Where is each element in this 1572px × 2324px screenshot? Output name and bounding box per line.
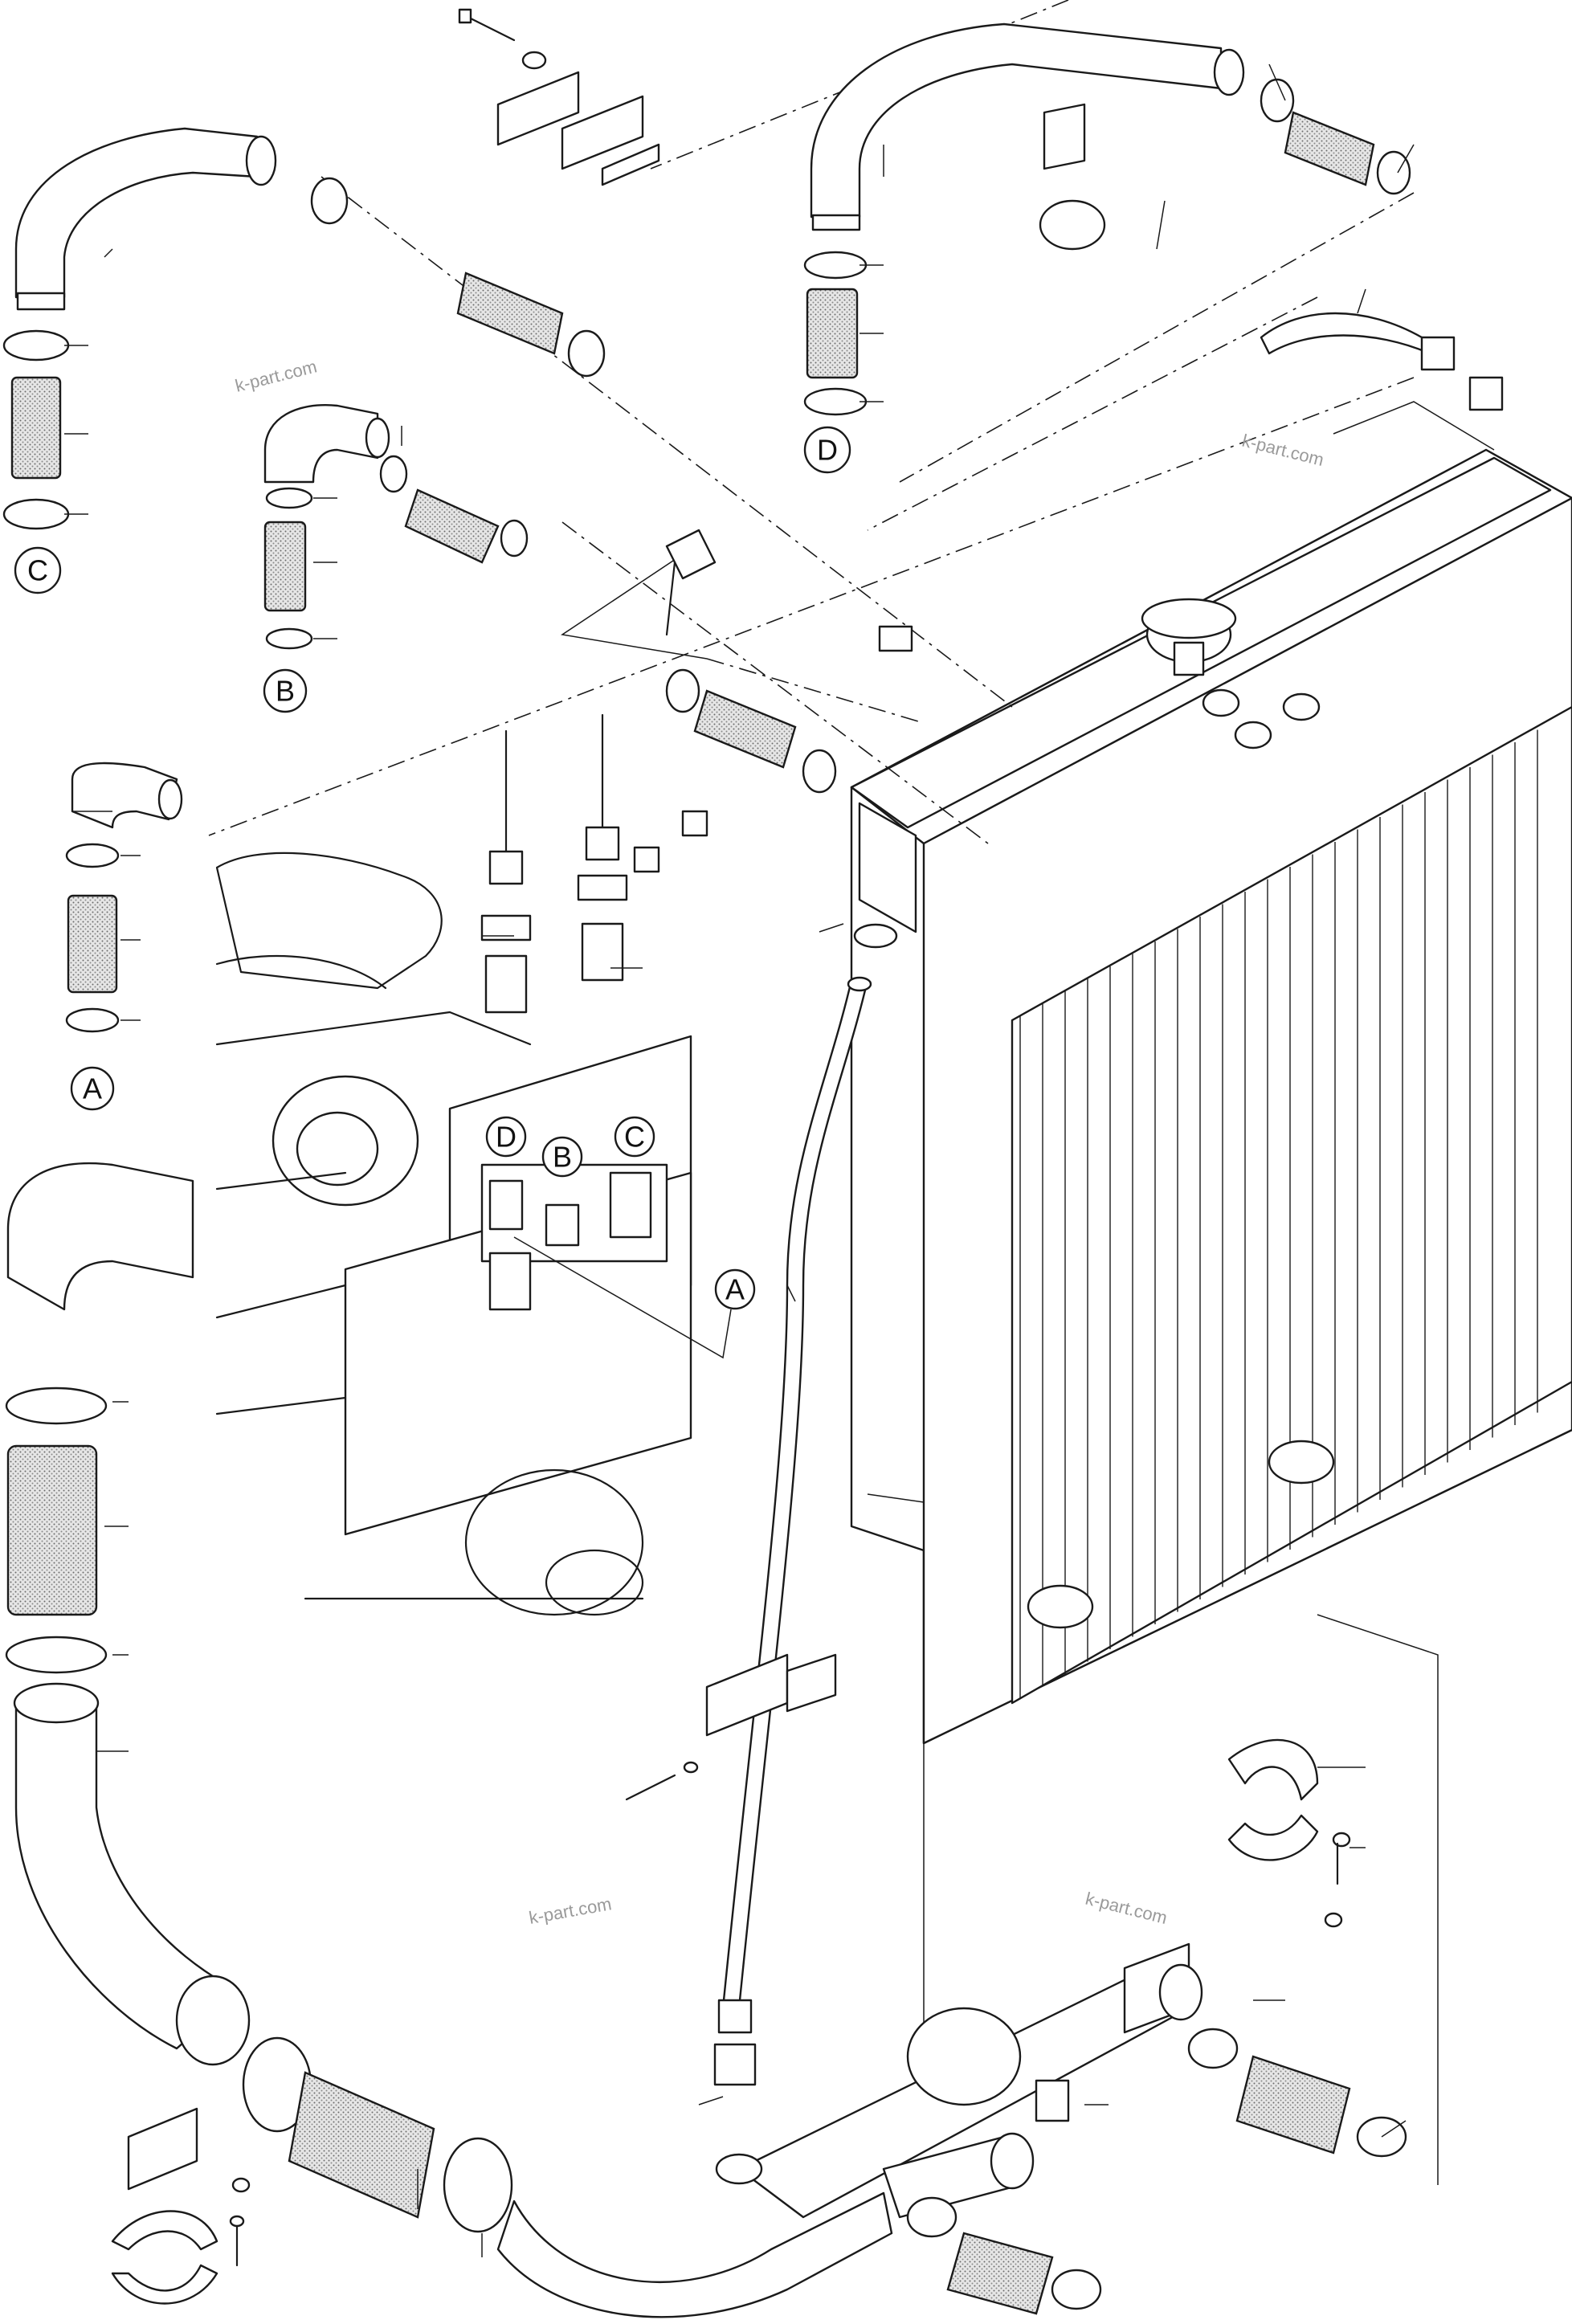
svg-text:D: D — [496, 1121, 517, 1154]
hose-icon — [713, 976, 872, 2086]
svg-text:B: B — [553, 1141, 572, 1174]
hose-icon — [288, 2071, 435, 2219]
bracket-icon — [705, 1653, 837, 1737]
part-leader-line — [1397, 144, 1415, 174]
bolt-icon — [229, 2215, 245, 2267]
part-leader-line — [786, 1285, 796, 1302]
hose-icon — [14, 127, 277, 311]
callout-a-left: A — [70, 1066, 115, 1111]
svg-text:C: C — [27, 554, 48, 587]
bracket-icon — [1227, 1738, 1351, 1928]
svg-text:C: C — [624, 1121, 645, 1154]
callout-b-upper: B — [263, 668, 308, 713]
hose-icon — [67, 894, 118, 994]
watermark: k-part.com — [233, 356, 319, 395]
bracket-icon — [111, 2107, 251, 2305]
part-leaders — [64, 63, 1415, 2257]
hose-icon — [1260, 312, 1504, 411]
hose-clamp-icon — [242, 2036, 513, 2233]
radiator-fins — [1019, 729, 1538, 1699]
hose-icon — [263, 404, 390, 484]
callout-d-top-right: D — [803, 426, 851, 474]
hose-icon — [6, 1162, 194, 1311]
bracket-icon — [1039, 103, 1106, 251]
hose-clamp-icon — [265, 455, 529, 650]
hose-clamp-icon — [65, 843, 120, 1033]
bolt-icon — [625, 1761, 699, 1801]
hose-icon — [693, 689, 797, 769]
svg-text:D: D — [817, 434, 838, 467]
hose-icon — [10, 272, 564, 480]
svg-text:B: B — [276, 675, 295, 708]
part-leader-line — [1268, 63, 1286, 101]
callout-a-block: A — [714, 1268, 756, 1310]
bracket-icon — [496, 51, 660, 186]
callout-c-block: C — [614, 1116, 655, 1158]
watermark: k-part.com — [1240, 431, 1326, 470]
hose-icon — [263, 488, 500, 612]
hose-icon — [71, 762, 183, 829]
part-leader-line — [1357, 288, 1366, 314]
part-leader-line — [698, 2096, 724, 2105]
hose-clamp-icon — [2, 177, 606, 530]
svg-text:A: A — [725, 1273, 745, 1306]
fitting-icon — [1035, 2079, 1070, 2122]
hose-icon — [496, 1942, 1203, 2318]
hose-icon — [806, 111, 1375, 379]
hose-icon — [946, 2055, 1351, 2315]
watermark: k-part.com — [1084, 1889, 1170, 1928]
part-leader-line — [1156, 200, 1166, 250]
hose-icon — [6, 1444, 251, 2066]
part-leader-line — [1381, 2120, 1407, 2138]
hose-icon — [810, 22, 1245, 231]
callout-d-block: D — [485, 1116, 527, 1158]
engine-block-icon — [215, 852, 692, 1616]
hose-clamp-icon — [906, 2028, 1407, 2310]
hose-clamp-icon — [5, 1387, 108, 1674]
part-leader-line — [819, 923, 844, 933]
callout-b-block: B — [541, 1136, 583, 1178]
part-leader-line — [104, 248, 113, 258]
radiator-cap-icon — [1141, 598, 1237, 676]
callout-c-top-left: C — [14, 546, 62, 594]
svg-text:A: A — [83, 1072, 102, 1105]
hose-clamp-icon — [665, 668, 898, 949]
bolt-icon — [458, 8, 516, 42]
radiator-icon — [850, 448, 1572, 1745]
watermark: k-part.com — [528, 1893, 614, 1928]
fitting-icon — [480, 529, 913, 1014]
